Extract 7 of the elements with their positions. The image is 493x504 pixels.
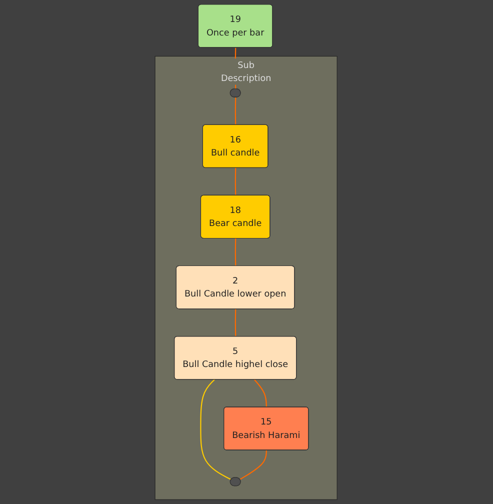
connector xyxy=(235,168,237,196)
connector xyxy=(235,309,237,337)
connector xyxy=(240,450,268,480)
connector xyxy=(235,238,237,266)
connector xyxy=(254,379,268,408)
connector xyxy=(235,97,237,125)
connector xyxy=(200,379,232,480)
